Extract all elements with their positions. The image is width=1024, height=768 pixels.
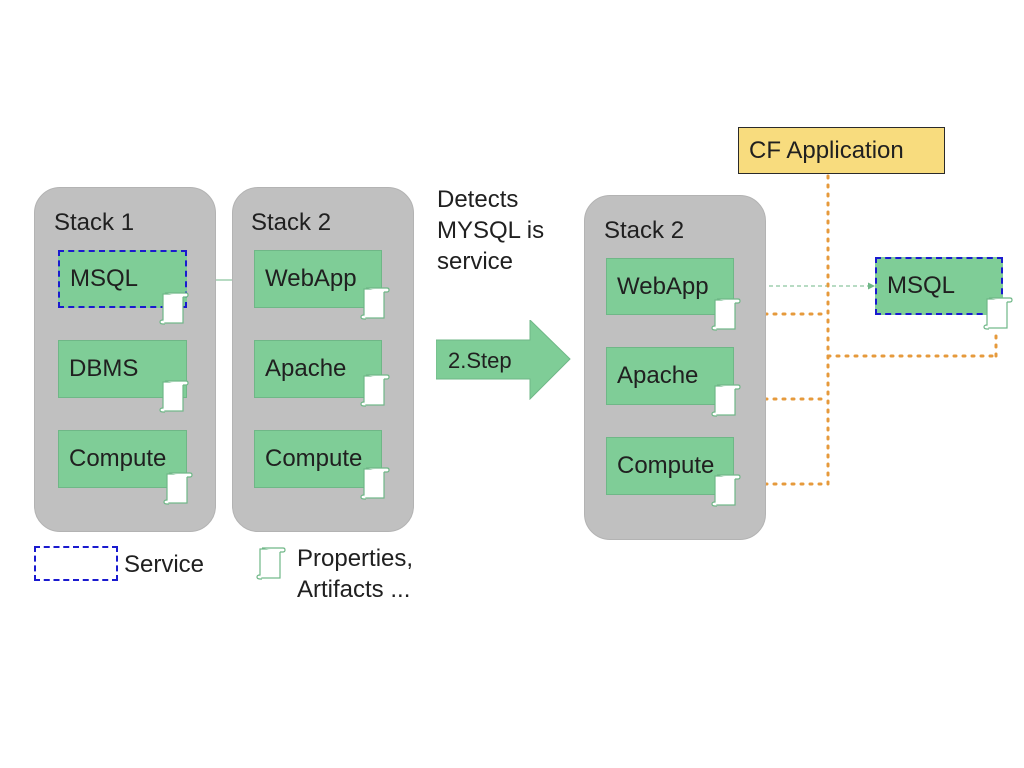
properties-scroll-icon xyxy=(983,295,1013,331)
cf-application-label: CF Application xyxy=(749,136,904,164)
properties-legend-scroll-icon xyxy=(256,545,286,581)
properties-scroll-icon xyxy=(159,290,189,326)
node-label: WebApp xyxy=(265,265,357,292)
right-webapp-node[interactable]: WebApp xyxy=(606,258,734,315)
properties-scroll-icon xyxy=(360,465,390,501)
properties-legend-label: Properties, Artifacts ... xyxy=(297,545,414,603)
node-label: Apache xyxy=(617,362,699,389)
node-label: Compute xyxy=(265,445,363,472)
cf-binding-lines xyxy=(736,174,998,486)
properties-scroll-icon xyxy=(360,285,390,321)
step-arrow-icon xyxy=(436,320,571,400)
dbms-node[interactable]: DBMS xyxy=(58,340,187,398)
step-label: 2.Step xyxy=(448,348,512,373)
node-label: MSQL xyxy=(70,265,139,292)
properties-scroll-icon xyxy=(711,472,741,508)
right-apache-node[interactable]: Apache xyxy=(606,347,734,405)
properties-scroll-icon xyxy=(163,470,193,506)
node-label: Apache xyxy=(265,355,347,382)
properties-scroll-icon xyxy=(711,382,741,418)
node-label: WebApp xyxy=(617,272,709,300)
compute-node[interactable]: Compute xyxy=(254,430,382,488)
right-stack-title: Stack 2 xyxy=(604,217,685,244)
right-compute-node[interactable]: Compute xyxy=(606,437,734,495)
external-msql-service-node[interactable]: MSQL xyxy=(875,257,1003,315)
node-label: Compute xyxy=(617,452,715,479)
webapp-node[interactable]: WebApp xyxy=(254,250,382,308)
msql-service-node[interactable]: MSQL xyxy=(58,250,187,308)
compute-node[interactable]: Compute xyxy=(58,430,187,488)
properties-scroll-icon xyxy=(159,378,189,414)
cf-application-box[interactable]: CF Application xyxy=(738,127,945,174)
service-legend-label: Service xyxy=(124,551,205,578)
properties-scroll-icon xyxy=(711,296,741,332)
stack-1-title: Stack 1 xyxy=(54,209,135,236)
node-label: Compute xyxy=(69,445,167,472)
detect-annotation: Detects MYSQL is service xyxy=(437,186,545,275)
node-label: MSQL xyxy=(887,272,956,299)
stack-2-title: Stack 2 xyxy=(251,209,332,236)
node-label: DBMS xyxy=(69,355,139,382)
apache-node[interactable]: Apache xyxy=(254,340,382,398)
service-legend-swatch xyxy=(34,546,118,581)
properties-scroll-icon xyxy=(360,372,390,408)
